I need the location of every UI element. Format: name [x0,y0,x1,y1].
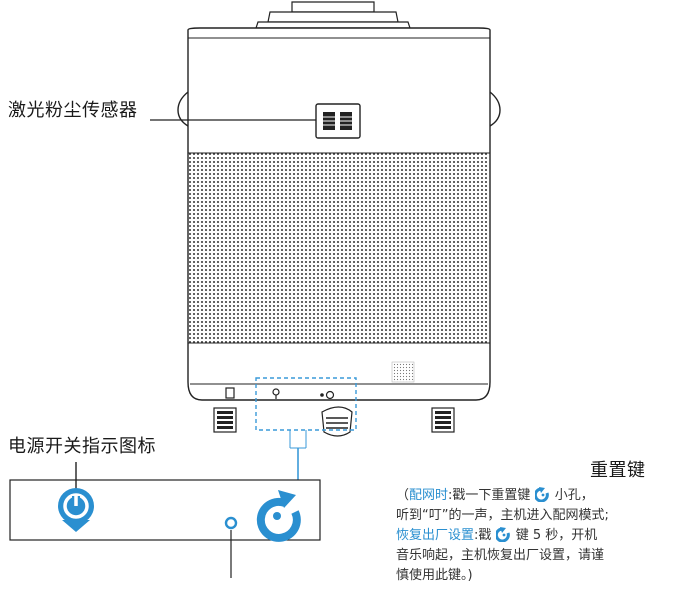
note-open-paren: （ [396,488,410,503]
power-indicator-label: 电源开关指示图标 [8,436,156,457]
inline-reset-icon-2 [495,527,510,542]
reset-note: （配网时:戳一下重置键 小孔， 听到“叮”的一声，主机进入配网模式; 恢复出厂设… [396,486,658,586]
sensor-icon [315,103,361,139]
highlight-box [255,377,357,431]
factory-title: 恢复出厂设置 [396,528,475,543]
reset-key-label: 重置键 [590,460,646,481]
factory-text-a: 戳 [478,528,492,543]
top-cap [255,1,411,29]
network-title: 配网时 [409,488,449,503]
reset-pinhole-icon [224,516,238,578]
feet [213,406,455,437]
detail-panel [9,479,321,541]
network-text-a: 戳一下重置键 [452,488,531,503]
sensor-label: 激光粉尘传感器 [8,100,138,121]
factory-colon: : [474,528,479,543]
power-icon [58,462,94,532]
device-body [177,27,501,401]
base-control-icons [225,387,335,400]
factory-text-c: 音乐响起，主机恢复出厂设置，请谨 [396,548,605,563]
network-text-c: 听到“叮”的一声，主机进入配网模式; [396,508,609,523]
inline-reset-icon [534,487,549,502]
network-text-b: 小孔， [554,488,594,503]
reset-icon [256,490,301,542]
speaker-grille [189,153,489,343]
network-colon: : [448,488,453,503]
factory-text-b: 键 5 秒，开机 [515,528,598,543]
factory-text-d: 慎使用此键。) [396,568,473,583]
